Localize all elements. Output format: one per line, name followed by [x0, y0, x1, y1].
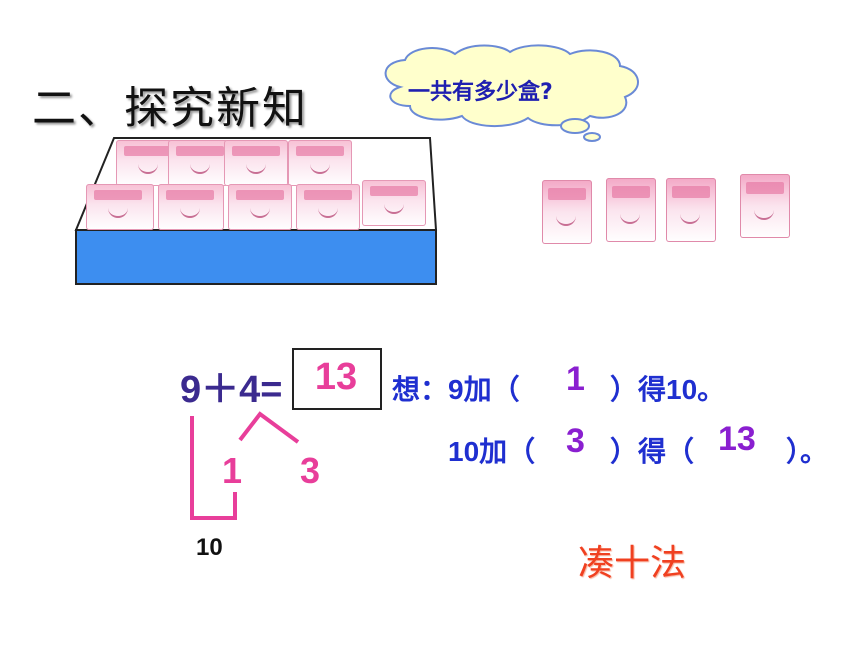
- method-label: 凑十法: [578, 543, 687, 584]
- milk-box: [228, 184, 292, 230]
- equation-answer: 13: [314, 356, 358, 398]
- think-line2-suffix: ）。: [786, 436, 829, 467]
- milk-box: [288, 140, 352, 186]
- think-line1-suffix: ）得10。: [610, 374, 726, 405]
- think-line2-blank2: 13: [718, 420, 756, 458]
- loose-milk-box: [666, 178, 716, 242]
- split-three: 3: [300, 450, 321, 491]
- think-line2-middle: ）得（: [610, 436, 695, 467]
- milk-box: [158, 184, 224, 230]
- split-diagram: [190, 411, 300, 520]
- milk-crate: [70, 134, 450, 294]
- slide-title: 二、探究新知: [32, 83, 308, 134]
- thought-bubble: [384, 44, 639, 142]
- milk-box: [168, 140, 232, 186]
- milk-box: [86, 184, 154, 230]
- ten-label: 10: [196, 534, 223, 561]
- think-line1-prefix: 想：9加（: [392, 374, 520, 405]
- answer-box: [292, 348, 382, 410]
- milk-box: [224, 140, 288, 186]
- split-one: 1: [222, 450, 243, 491]
- milk-box: [362, 180, 426, 226]
- loose-milk-box: [740, 174, 790, 238]
- milk-box: [296, 184, 360, 230]
- think-line1-blank: 1: [566, 360, 585, 398]
- think-line2-blank1: 3: [566, 422, 585, 460]
- loose-milk-box: [542, 180, 592, 244]
- think-line2-prefix: 10加（: [448, 436, 536, 467]
- loose-milk-box: [606, 178, 656, 242]
- equation-left: 9＋4=: [180, 369, 283, 411]
- bubble-question: 一共有多少盒?: [408, 80, 553, 105]
